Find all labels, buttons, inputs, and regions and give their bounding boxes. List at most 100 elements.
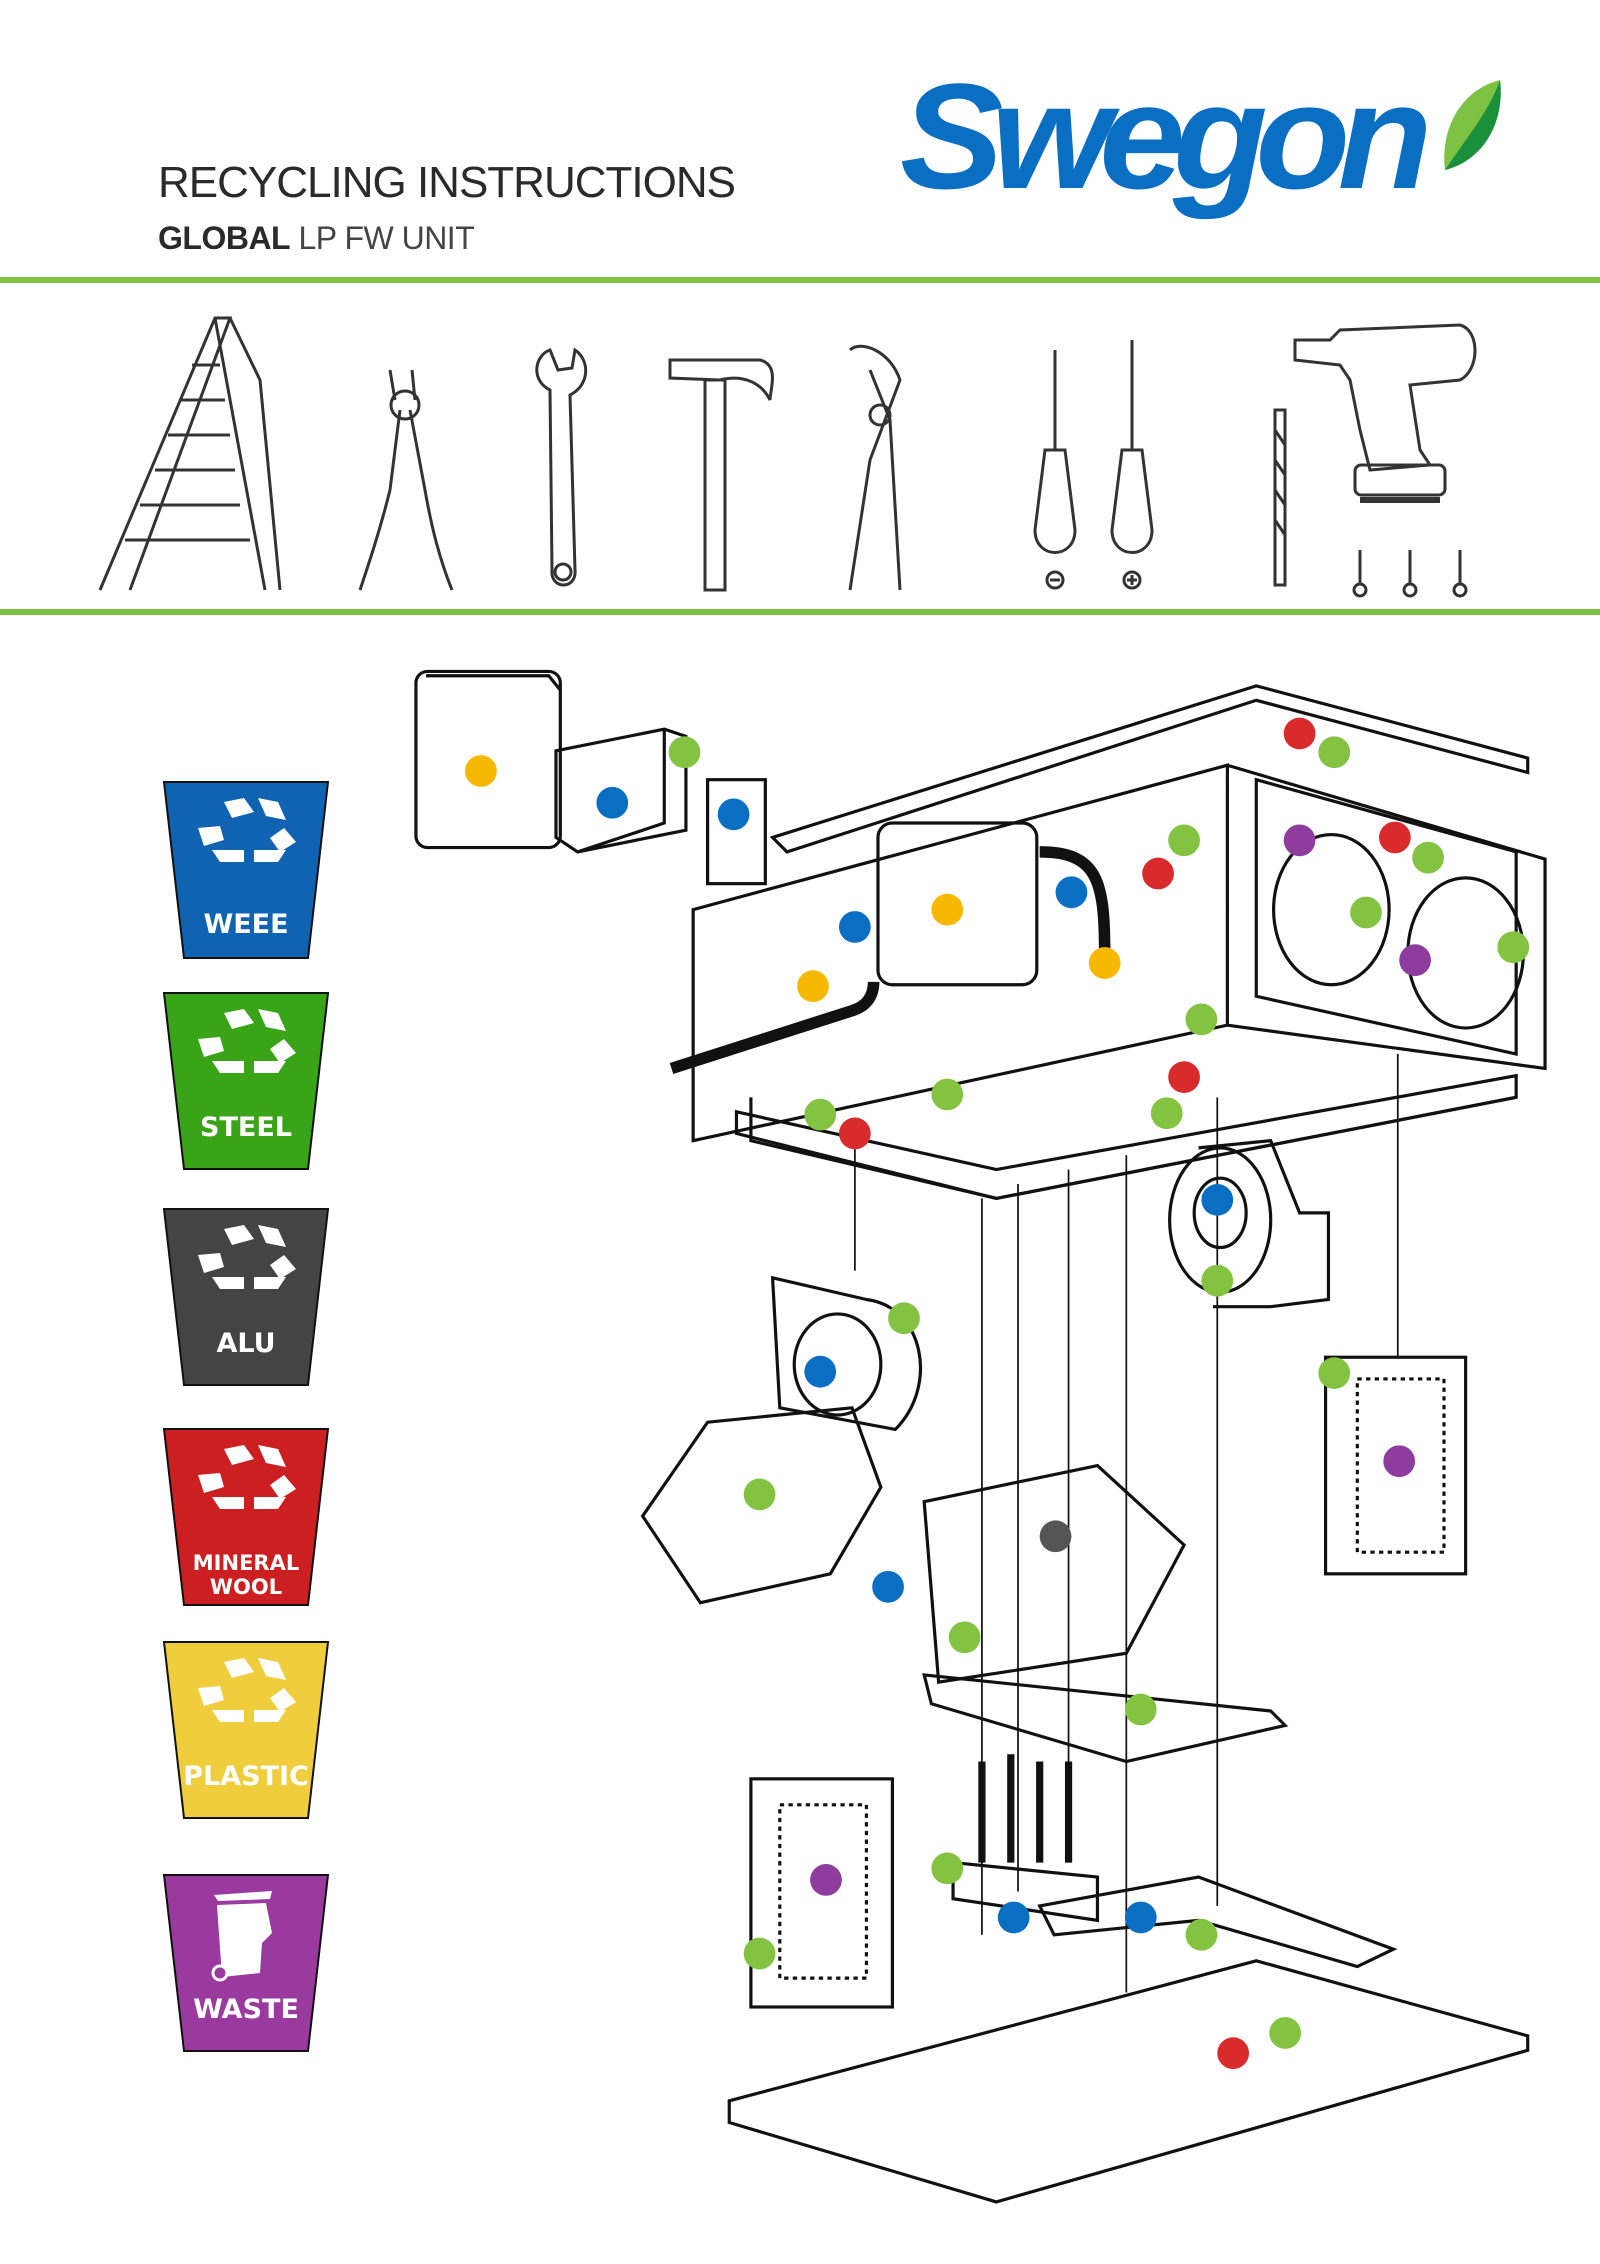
marker-steel — [804, 1098, 837, 1131]
ladder-icon — [98, 316, 282, 591]
drip-tray — [1037, 1875, 1398, 1969]
marker-mineral-wool — [838, 1117, 871, 1150]
subtitle-product: GLOBAL — [158, 220, 291, 256]
marker-mineral-wool — [1168, 1061, 1200, 1094]
recycle-icon — [198, 1225, 296, 1289]
fan-lower — [770, 1275, 923, 1432]
legend-waste: WASTE — [162, 1873, 330, 2053]
bottom-frame — [734, 1073, 1518, 1201]
recycle-icon — [198, 1658, 296, 1722]
marker-mineral-wool — [1217, 2037, 1250, 2070]
marker-weee — [997, 1901, 1030, 1934]
marker-weee — [872, 1570, 904, 1603]
phillips-screwdriver-icon — [1110, 340, 1154, 590]
legend-label-line1: MINERAL — [192, 1551, 300, 1575]
marker-steel — [931, 1078, 964, 1111]
marker-weee — [1055, 876, 1088, 909]
document-subtitle: GLOBAL LP FW UNIT — [158, 220, 475, 257]
drill-bit-icon — [1273, 408, 1287, 587]
legend-alu: ALU — [162, 1207, 330, 1387]
header-divider — [0, 277, 1600, 283]
marker-steel — [1201, 1264, 1234, 1297]
marker-weee — [1124, 1901, 1157, 1934]
marker-weee — [804, 1355, 837, 1388]
control-box — [554, 727, 688, 854]
legend-plastic: PLASTIC — [162, 1640, 330, 1820]
heat-exchanger — [922, 1463, 1289, 1764]
duct-connections — [1254, 777, 1525, 1057]
marker-steel — [1350, 896, 1382, 929]
junction-box — [876, 821, 1039, 987]
marker-plastic — [1088, 947, 1121, 979]
marker-steel — [888, 1302, 920, 1335]
recycle-icon — [198, 1009, 296, 1073]
marker-waste — [1283, 824, 1316, 857]
marker-mineral-wool — [1142, 857, 1174, 890]
marker-steel — [668, 736, 701, 769]
recycle-icon — [198, 798, 296, 862]
unit-top-panel — [769, 684, 1530, 854]
subtitle-model: LP FW UNIT — [298, 220, 475, 256]
marker-plastic — [465, 755, 497, 787]
marker-waste — [810, 1864, 842, 1896]
marker-weee — [1201, 1183, 1234, 1216]
legend-label: WASTE — [193, 1994, 299, 2025]
adjustable-wrench-icon — [535, 347, 588, 587]
marker-alu — [1039, 1520, 1072, 1553]
marker-waste — [1399, 944, 1431, 977]
material-markers — [465, 717, 1530, 2070]
marker-steel — [1497, 931, 1530, 964]
marker-steel — [1124, 1693, 1157, 1726]
marker-mineral-wool — [1378, 821, 1411, 854]
marker-steel — [948, 1621, 981, 1654]
marker-steel — [931, 1852, 964, 1885]
marker-plastic — [931, 893, 964, 926]
marker-steel — [1185, 1003, 1218, 1036]
guide-lines — [854, 1054, 1399, 1993]
control-panel — [414, 669, 562, 850]
marker-mineral-wool — [1283, 717, 1316, 750]
bottom-panel — [727, 1959, 1530, 2204]
hammer-icon — [668, 358, 774, 592]
cutting-pliers-icon — [358, 369, 454, 591]
legend-label-line2: WOOL — [209, 1575, 283, 1599]
legend-label: STEEL — [200, 1112, 292, 1143]
marker-steel — [1168, 824, 1200, 857]
fan-upper — [1168, 1138, 1331, 1309]
piping — [669, 846, 1111, 1074]
marker-steel — [1150, 1097, 1183, 1130]
wheelie-bin-icon — [211, 1891, 272, 1982]
marker-steel — [743, 1937, 776, 1970]
cordless-drill-icon — [1293, 323, 1477, 598]
marker-steel — [1412, 841, 1444, 874]
flat-screwdriver-icon — [1033, 350, 1077, 590]
recycle-icon — [198, 1445, 296, 1509]
legend-weee: WEEE — [162, 780, 330, 960]
marker-waste — [1383, 1445, 1416, 1478]
marker-steel — [1269, 2017, 1302, 2049]
tools-divider — [0, 609, 1600, 615]
required-tools — [98, 316, 1477, 598]
legend-steel: STEEL — [162, 991, 330, 1171]
marker-weee — [596, 786, 629, 819]
legend-label: WEEE — [203, 909, 289, 940]
legend-label: PLASTIC — [183, 1761, 309, 1792]
marker-steel — [1318, 736, 1351, 769]
marker-plastic — [797, 970, 829, 1003]
marker-steel — [1318, 1357, 1351, 1390]
marker-steel — [743, 1478, 776, 1511]
water-pump-pliers-icon — [848, 344, 902, 591]
fan-plate — [640, 1406, 883, 1605]
svg-text:Swegon: Swegon — [900, 70, 1427, 220]
marker-weee — [717, 798, 750, 831]
marker-steel — [1185, 1918, 1218, 1951]
legend-label: ALU — [216, 1328, 276, 1359]
heater-coil — [951, 1754, 1100, 1923]
document-title: RECYCLING INSTRUCTIONS — [158, 158, 736, 207]
marker-weee — [838, 911, 871, 943]
grille-left — [749, 1777, 894, 2009]
swegon-logo: Swegon — [900, 70, 1501, 220]
